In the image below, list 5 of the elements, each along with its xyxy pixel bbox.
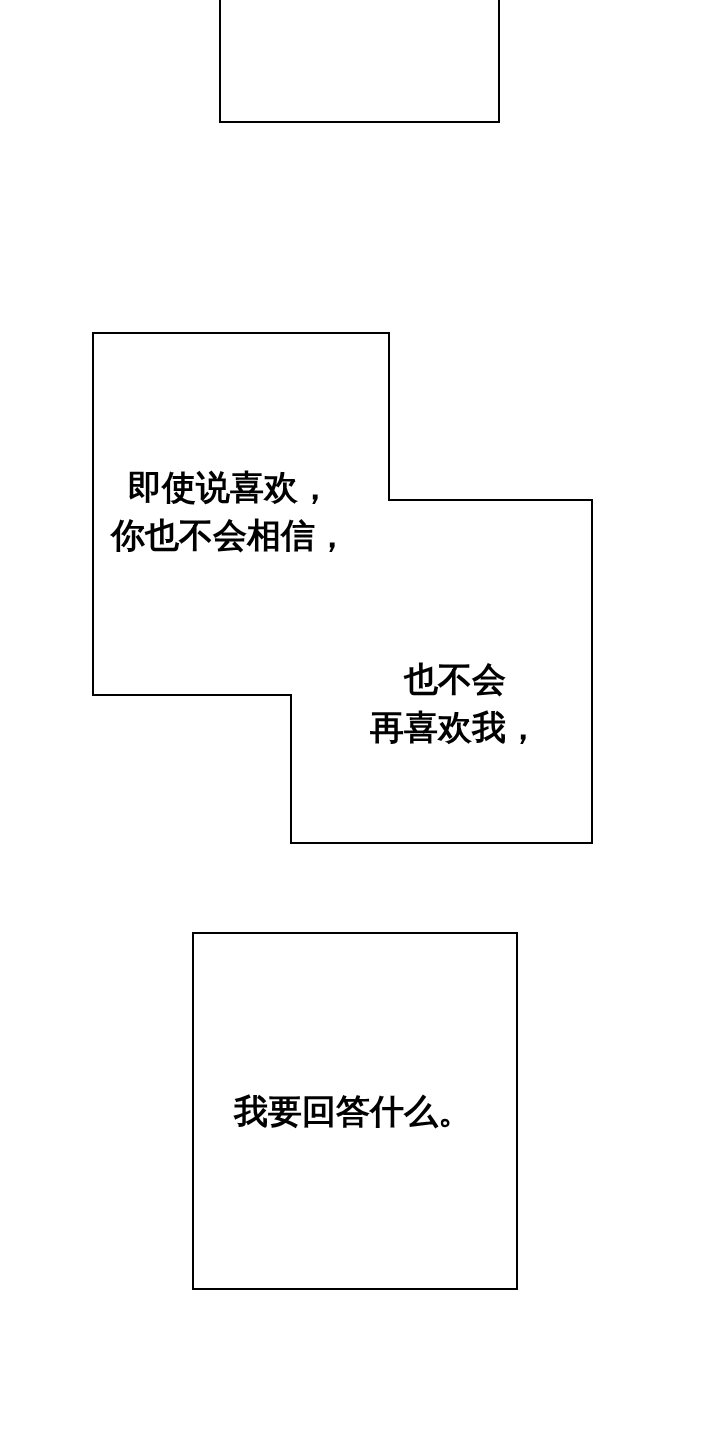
dialogue-text: 即使说喜欢，你也不会相信， [109, 466, 350, 557]
dialogue-text: 我要回答什么。 [234, 1090, 473, 1133]
empty-panel-box [219, 0, 500, 123]
panel-box [192, 932, 518, 1290]
dialogue-text: 也不会再喜欢我， [369, 658, 541, 749]
